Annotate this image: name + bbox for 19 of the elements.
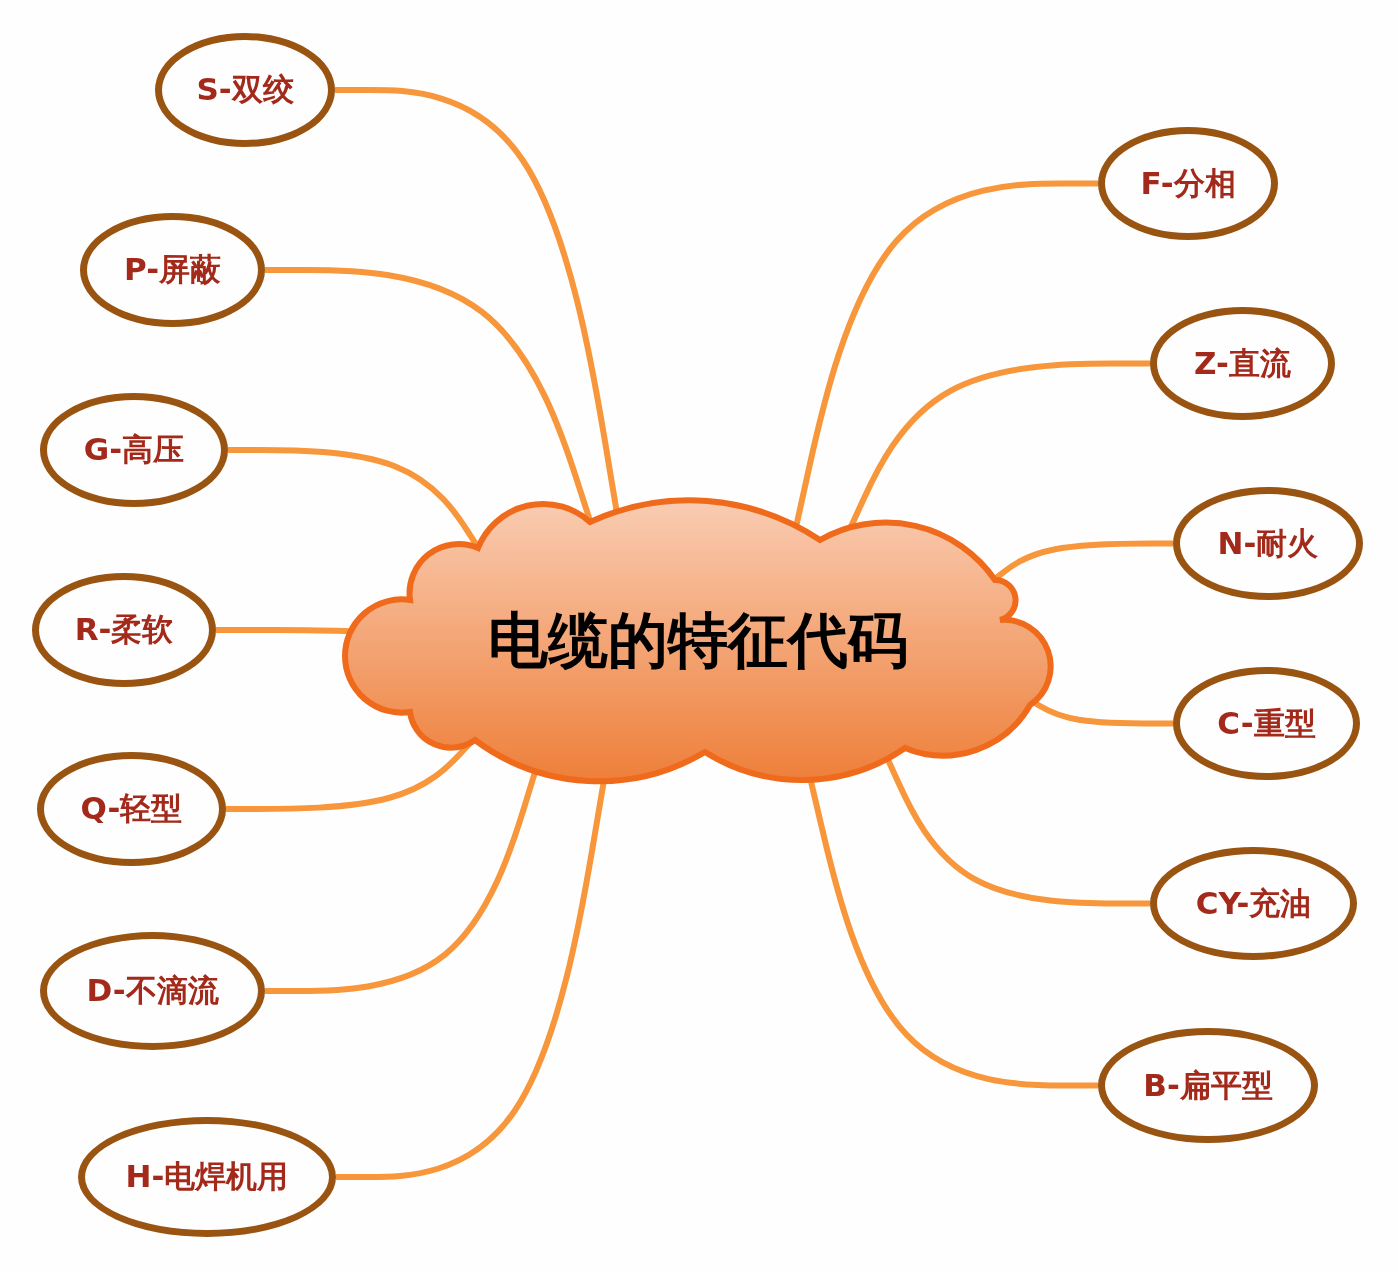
node-label: B-扁平型 [1143, 1067, 1273, 1104]
node-label: R-柔软 [74, 612, 174, 648]
node-label: P-屏蔽 [123, 252, 221, 288]
node-label: F-分相 [1140, 165, 1236, 202]
connector-line [335, 87, 620, 513]
node-label: S-双绞 [196, 72, 294, 108]
connector-line [216, 627, 351, 635]
node-label: G-高压 [83, 432, 185, 468]
node-label: C-重型 [1217, 705, 1316, 742]
connector-line [265, 770, 539, 994]
connector-line [793, 180, 1098, 527]
node-label: N-耐火 [1217, 525, 1319, 562]
node-label: D-不滴流 [86, 973, 219, 1009]
node-label: CY-充油 [1195, 885, 1312, 922]
node-label: Q-轻型 [80, 791, 183, 827]
node-label: Z-直流 [1194, 345, 1291, 382]
connector-line [1032, 699, 1173, 727]
node-title: 电缆的特征代码 [487, 607, 908, 673]
node-label: H-电焊机用 [125, 1159, 289, 1195]
